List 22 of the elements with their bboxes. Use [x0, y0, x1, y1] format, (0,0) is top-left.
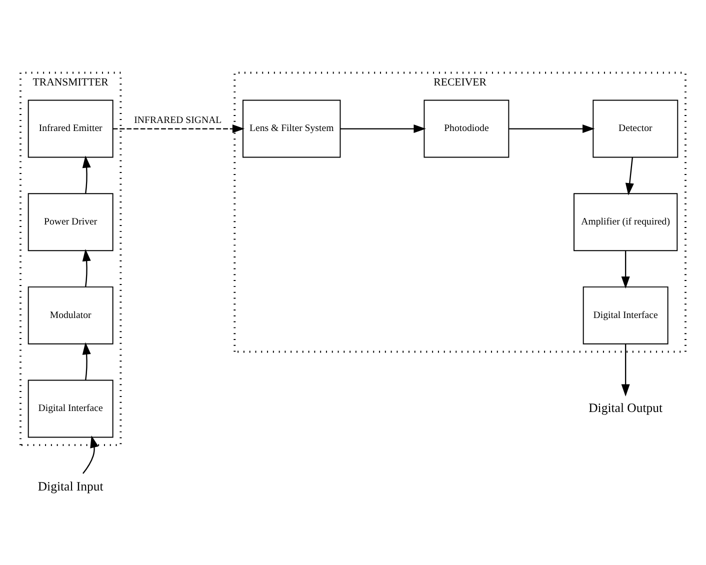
arrow: [621, 344, 630, 396]
node-text: Digital Input: [38, 479, 104, 494]
node-box: Power Driver: [28, 192, 114, 251]
arrow: [112, 124, 245, 133]
node-box: Modulator: [28, 286, 114, 344]
node-box: Infrared Emitter: [28, 99, 114, 158]
node-box: Digital Interface: [28, 379, 114, 438]
arrow: [82, 248, 91, 286]
node-text: Digital Output: [588, 400, 663, 415]
arrow: [82, 342, 91, 380]
arrow: [509, 124, 595, 133]
node-box: Lens & Filter System: [242, 99, 341, 158]
arrow: [340, 124, 426, 133]
arrow: [621, 250, 630, 288]
arrow: [82, 155, 91, 194]
node-box: Digital Interface: [582, 286, 668, 344]
arrow: [625, 156, 634, 195]
node-box: Detector: [592, 99, 678, 158]
edge-label: INFRARED SIGNAL: [134, 114, 222, 126]
node-box: Photodiode: [424, 99, 510, 158]
arrow: [82, 435, 98, 474]
node-box: Amplifier (if required): [574, 192, 678, 251]
